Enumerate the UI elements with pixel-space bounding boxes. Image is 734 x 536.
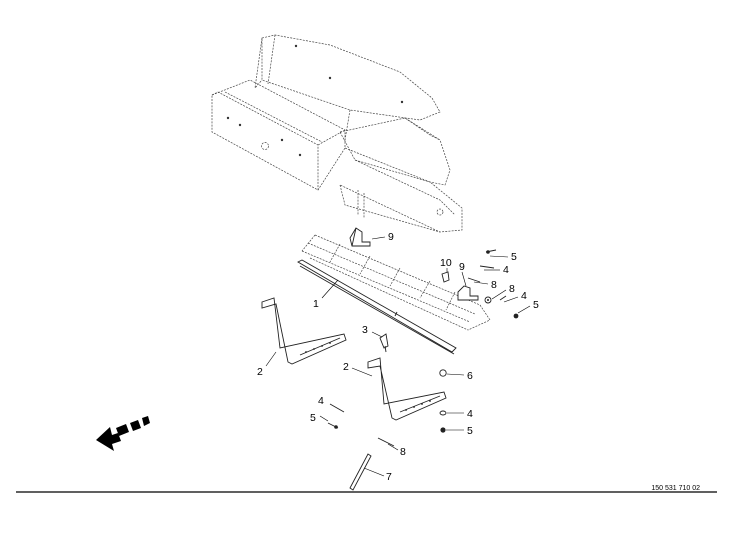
callout-4-right: 4: [467, 408, 473, 420]
drawing-reference: 150 531 710 02: [651, 485, 700, 492]
support-part-2-right: [367, 357, 447, 421]
callout-7: 7: [386, 471, 392, 483]
callout-8-top: 8: [491, 279, 497, 291]
leader-lines: [265, 236, 531, 477]
callout-5-left: 5: [310, 412, 316, 424]
frame-assembly: [211, 34, 463, 233]
callout-5-top: 5: [511, 251, 517, 263]
callout-5-right: 5: [467, 425, 473, 437]
callout-1: 1: [313, 298, 319, 310]
callout-4-mid: 4: [521, 290, 527, 302]
callout-10: 10: [440, 257, 452, 269]
bar-part-1: [297, 259, 457, 355]
callout-2-right: 2: [343, 361, 349, 373]
callout-2-left: 2: [257, 366, 263, 378]
direction-arrow-icon: [96, 416, 150, 451]
hardware-cluster-right: [327, 249, 519, 491]
callout-9-right: 9: [459, 261, 465, 273]
callout-6: 6: [467, 370, 473, 382]
callout-9-upper: 9: [388, 231, 394, 243]
callout-8-mid: 8: [509, 283, 515, 295]
slat-grid: [301, 234, 491, 331]
callout-labels: 9 5 10 9 4 8 8 4 5 1 3 2 2 6 4 4 5 5 8 7: [257, 231, 539, 483]
bolt-part-3: [379, 333, 389, 353]
callout-8-bottom: 8: [400, 446, 406, 458]
callout-4-left: 4: [318, 395, 324, 407]
callout-4-top: 4: [503, 264, 509, 276]
callout-5-mid: 5: [533, 299, 539, 311]
support-part-2-left: [261, 297, 347, 365]
bracket-part-9-upper: [349, 227, 371, 247]
callout-3: 3: [362, 324, 368, 336]
